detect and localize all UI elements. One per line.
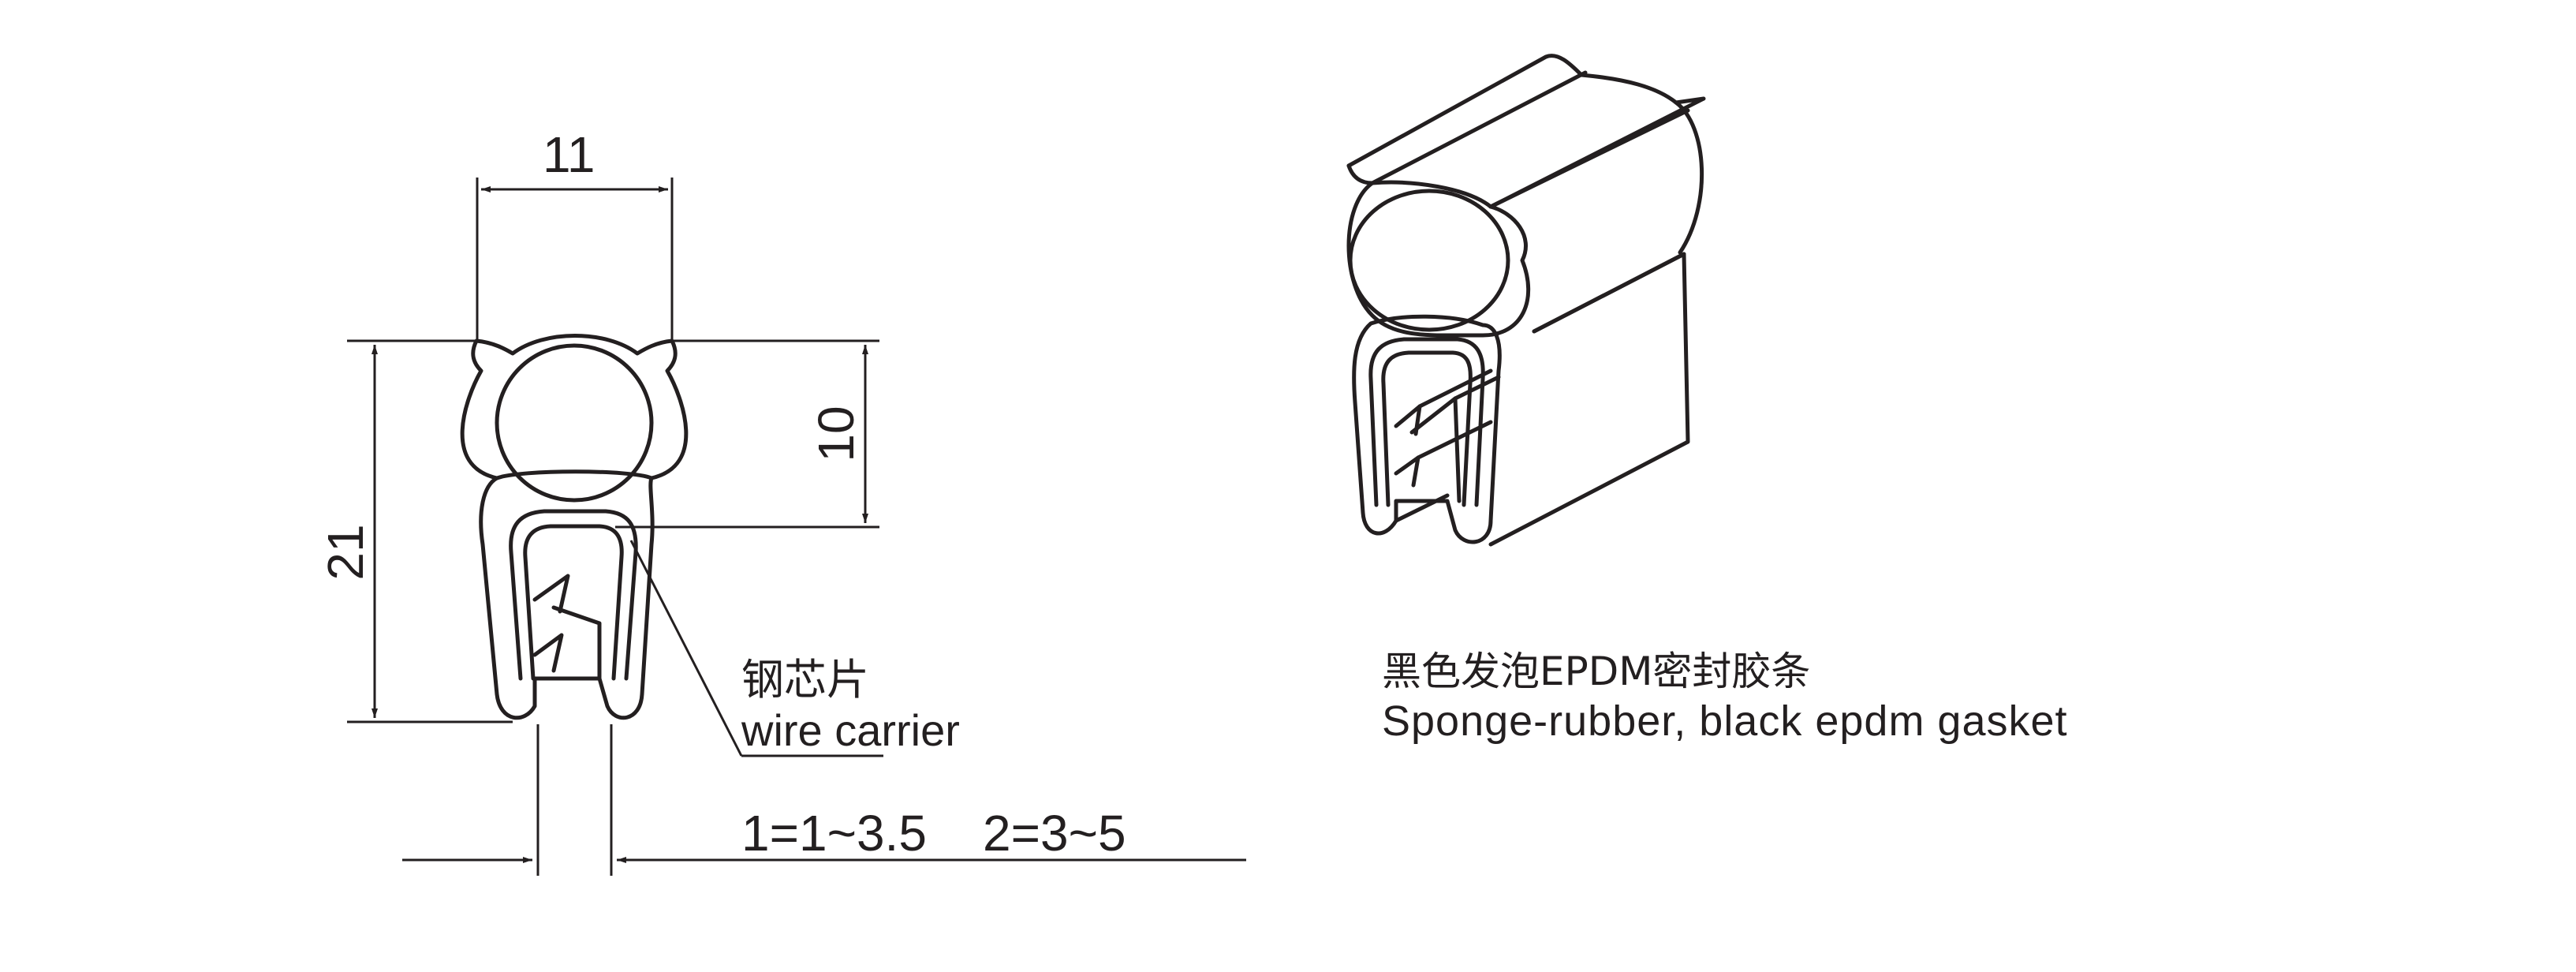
cross-section-profile (460, 334, 689, 720)
wire-carrier-label-cn: 钢芯片 (741, 655, 869, 705)
thickness-label: 1=1~3.5 2=3~5 (741, 805, 1126, 862)
height-label: 21 (317, 524, 374, 580)
clip-outer (479, 469, 655, 720)
bulb-hole (495, 343, 654, 503)
width-label: 11 (543, 126, 595, 183)
fin-upper (532, 574, 570, 614)
wire-carrier-label-en: wire carrier (741, 705, 960, 755)
iso-fin-lower (1394, 455, 1421, 488)
iso-clip-side (1488, 252, 1690, 547)
caption-title-en: Sponge-rubber, black epdm gasket (1382, 697, 2068, 745)
caption-title-cn: 黑色发泡EPDM密封胶条 (1382, 649, 1810, 694)
steel-carrier-inner (523, 524, 624, 681)
iso-steel-outer (1368, 337, 1485, 507)
center-tongue (551, 605, 602, 681)
bulb-label: 10 (808, 406, 864, 462)
iso-bulb-hole (1348, 189, 1510, 332)
isometric-view (1346, 54, 1706, 547)
iso-steel-inner (1381, 350, 1473, 507)
iso-top-ridge-2 (1346, 70, 1588, 185)
bulb-outer (460, 334, 689, 480)
dimension-lines (347, 178, 1246, 876)
iso-clip-face (1352, 314, 1502, 544)
iso-bulb-back (1674, 100, 1704, 255)
steel-carrier-outer (509, 509, 638, 681)
fin-lower (532, 633, 564, 673)
iso-top-ridge (1346, 54, 1706, 209)
